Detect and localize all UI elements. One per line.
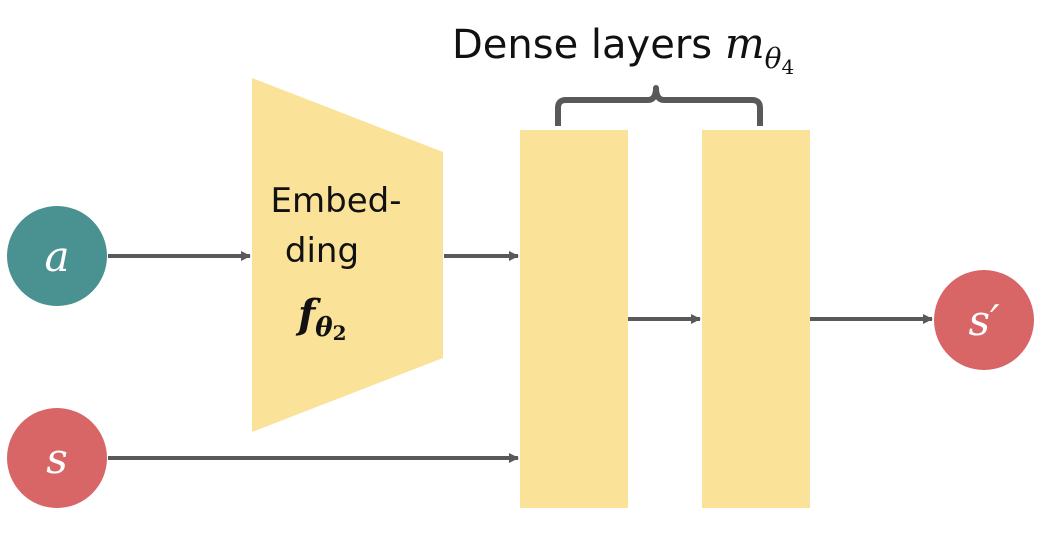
embedding-label-line2: ding xyxy=(285,231,359,271)
next-state-node xyxy=(934,270,1034,370)
dense-layers-title: Dense layers mθ4 xyxy=(452,19,794,79)
state-node xyxy=(7,408,107,508)
dense-layers-sub-num: 4 xyxy=(782,55,795,79)
embedding-block xyxy=(252,78,443,432)
dense-layers-text: Dense layers xyxy=(452,22,725,68)
action-node-label: a xyxy=(44,232,69,281)
next-state-node-label: s′ xyxy=(968,296,1000,345)
action-node xyxy=(7,206,107,306)
dense-layers-sub-var: θ xyxy=(765,42,782,75)
dense-layers-brace xyxy=(555,85,763,126)
state-node-label: s xyxy=(46,434,68,483)
embedding-sub-num: 2 xyxy=(333,321,347,345)
embedding-label-line1: Embed- xyxy=(271,181,402,221)
dense-layers-symbol: m xyxy=(725,19,765,68)
dense-layer-1 xyxy=(520,130,628,508)
embedding-sub-var: θ xyxy=(315,313,333,343)
dense-layer-2 xyxy=(702,130,810,508)
